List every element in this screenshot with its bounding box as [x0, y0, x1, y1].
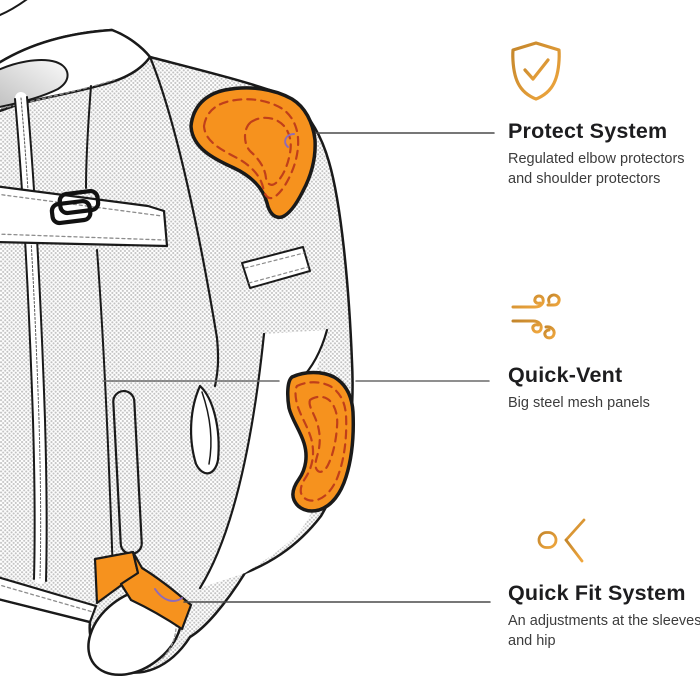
zipper-left-edge [14, 98, 36, 580]
collar-stitch [0, 79, 115, 110]
chest-band-stitch-bottom [0, 233, 165, 241]
chest-band [0, 185, 169, 248]
brand-logo [49, 188, 101, 226]
strap-adjuster-icon [502, 512, 700, 566]
shield-check-icon [508, 40, 700, 102]
zipper-teeth [20, 97, 42, 579]
body-seam [96, 249, 114, 576]
feature-title: Quick Fit System [508, 581, 686, 605]
feature-description: Regulated elbow protectors and shoulder … [508, 151, 685, 187]
chest-band-stitch-top [0, 193, 163, 217]
feature-quick-fit-system: Quick Fit System An adjustments at the s… [502, 512, 700, 651]
zipper-right-edge [26, 96, 48, 582]
connector-curl-shoulder [284, 133, 295, 148]
shoulder-protector-pad [189, 86, 317, 220]
connector-curl-cuff [154, 588, 183, 602]
arm-stripe-stitch [244, 252, 309, 284]
raglan-seam [148, 55, 220, 388]
back-collar-line [0, 0, 28, 17]
feature-protect-system: Protect System Regulated elbow protector… [508, 40, 700, 189]
arm-stripe [241, 246, 311, 289]
chest-seam [85, 85, 92, 189]
sleeve-front-seam [198, 332, 266, 590]
feature-title: Quick-Vent [508, 363, 623, 387]
feature-quick-vent: Quick-Vent Big steel mesh panels [508, 288, 700, 413]
callout-lines [102, 132, 495, 603]
elbow-protector-pad [286, 370, 355, 513]
hem-band [0, 576, 98, 624]
feature-description: An adjustments at the sleeves and hip [508, 613, 700, 649]
hem-stitch [0, 584, 94, 613]
feature-description: Big steel mesh panels [508, 395, 650, 411]
underarm-vent [189, 384, 220, 475]
feature-title: Protect System [508, 119, 668, 143]
underarm-vent-line [201, 391, 212, 465]
wind-icon [508, 288, 700, 342]
